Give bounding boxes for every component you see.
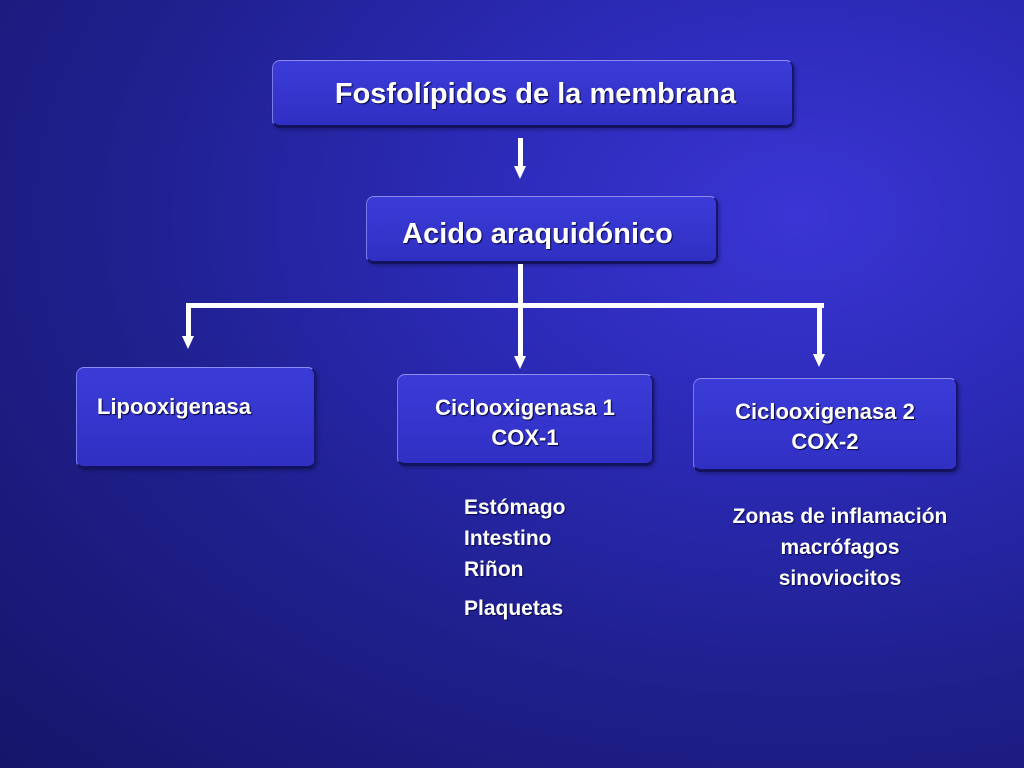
- arrow-shaft-cox1: [518, 303, 523, 358]
- cox2-box: Ciclooxigenasa 2 COX-2: [693, 378, 958, 472]
- cox1-name-label: Ciclooxigenasa 1: [435, 395, 615, 420]
- cox1-box: Ciclooxigenasa 1 COX-1: [397, 374, 654, 466]
- arachidonic-acid-box: Acido araquidónico: [366, 196, 718, 264]
- cox1-site-intestine: Intestino: [464, 527, 552, 550]
- arrowhead-to-cox2: [813, 354, 825, 367]
- cox2-sites-list: Zonas de inflamación macrófagos sinovioc…: [700, 501, 980, 594]
- cox2-site-macrophages: macrófagos: [780, 536, 900, 559]
- cox1-abbrev-label: COX-1: [491, 425, 559, 450]
- cox1-sites-list: Estómago Intestino Riñon Plaquetas: [464, 492, 566, 624]
- cox2-site-synoviocytes: sinoviocitos: [778, 567, 902, 590]
- connector-stem: [518, 264, 523, 306]
- arrowhead-to-arachidonic: [514, 166, 526, 179]
- arrowhead-to-lipoxygenase: [182, 336, 194, 349]
- cox1-site-stomach: Estómago: [464, 496, 566, 519]
- arrow-shaft-top: [518, 138, 523, 169]
- arrow-shaft-cox2: [817, 303, 822, 356]
- arrow-shaft-lipoxygenase: [186, 303, 191, 338]
- cox2-site-inflammation: Zonas de inflamación: [732, 505, 948, 528]
- membrane-phospholipids-box: Fosfolípidos de la membrana: [272, 60, 794, 128]
- connector-horizontal: [186, 303, 824, 308]
- cox2-abbrev-label: COX-2: [791, 429, 859, 454]
- cox1-site-kidney: Riñon: [464, 558, 524, 581]
- cox2-name-label: Ciclooxigenasa 2: [735, 399, 915, 424]
- membrane-phospholipids-label: Fosfolípidos de la membrana: [334, 78, 737, 110]
- arrowhead-to-cox1: [514, 356, 526, 369]
- arachidonic-acid-label: Acido araquidónico: [402, 218, 673, 250]
- lipoxygenase-box: Lipooxigenasa: [76, 367, 316, 469]
- lipoxygenase-label: Lipooxigenasa: [97, 394, 252, 419]
- cox1-site-platelets: Plaquetas: [464, 597, 564, 620]
